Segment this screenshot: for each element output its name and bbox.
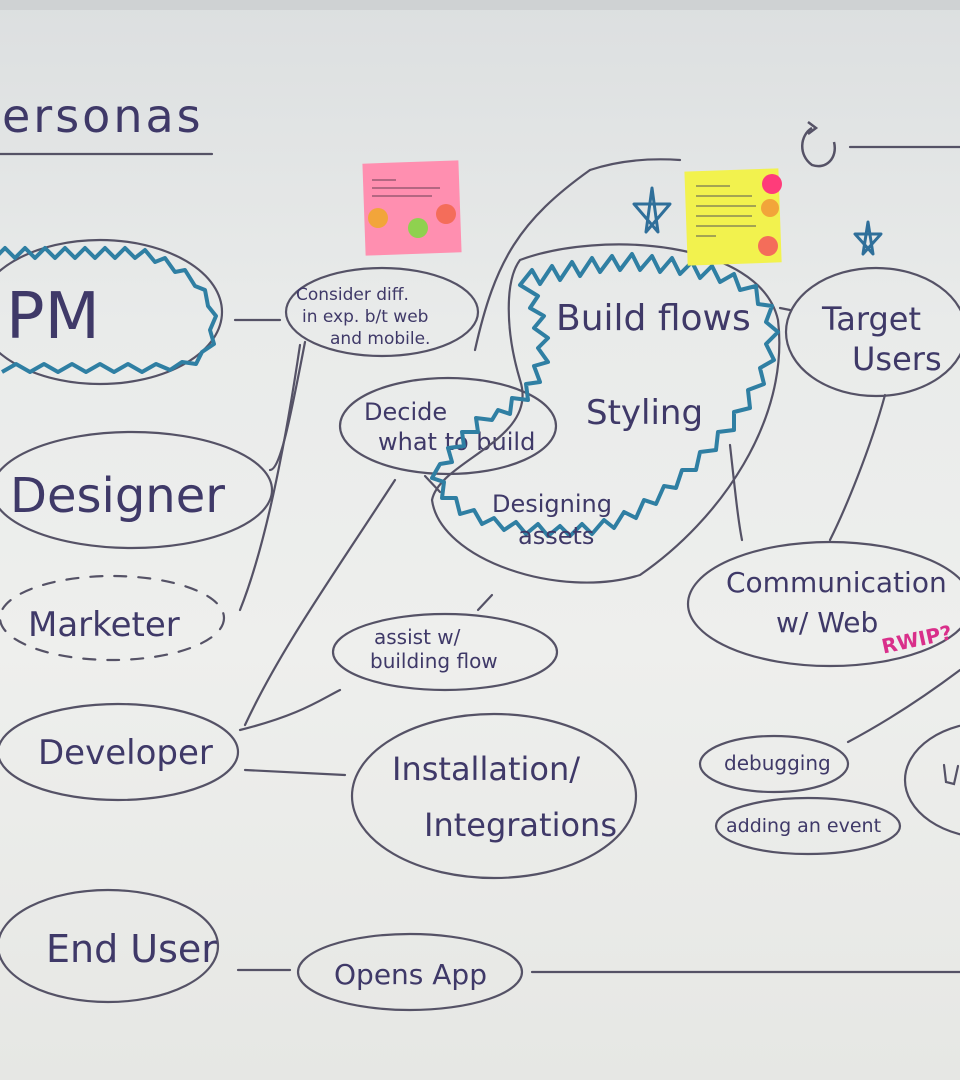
build-flows-outline [430, 243, 781, 584]
developer-bubble [0, 702, 240, 802]
assist-text: assist w/ building flow [370, 625, 498, 673]
consider-text: Consider diff. in exp. b/t web and mobil… [296, 285, 434, 349]
adding-event-bubble [714, 796, 902, 856]
persona-designer: Designer [10, 468, 225, 524]
styling-text: Styling [586, 393, 703, 433]
dot-sticker-icon [762, 174, 782, 194]
dot-sticker-icon [408, 218, 428, 238]
build-flows-text: Build flows [556, 298, 751, 339]
installation-bubble [350, 712, 638, 880]
designer-bubble [0, 430, 274, 550]
cutoff-bubble [903, 724, 960, 836]
opens-app-text: Opens App [334, 958, 487, 991]
debugging-text: debugging [724, 751, 831, 775]
persona-developer: Developer [38, 733, 213, 773]
target-users-bubble [784, 266, 960, 398]
connector-lines [233, 145, 960, 974]
consider-bubble [284, 266, 480, 358]
cycle-doodle-icon [801, 121, 837, 168]
star-doodle-icon [632, 186, 672, 234]
dot-sticker-icon [758, 236, 778, 256]
build-flows-squiggle [430, 252, 780, 538]
decide-text: Decide what to build [364, 398, 535, 456]
target-users-text: Target Users [821, 300, 942, 378]
communication-bubble [686, 540, 960, 668]
opens-app-bubble [296, 932, 524, 1012]
debugging-bubble [698, 734, 850, 794]
pink-sticky-note [362, 160, 462, 256]
pm-squiggle [0, 246, 218, 374]
communication-text: Communication w/ Web [726, 566, 956, 639]
decide-bubble [338, 376, 558, 476]
yellow-sticky-note [684, 168, 782, 266]
star-doodle-icon [853, 220, 883, 256]
dot-sticker-icon [368, 208, 388, 228]
pm-bubble [0, 238, 224, 386]
dot-sticker-icon [761, 199, 779, 217]
adding-event-text: adding an event [726, 815, 881, 837]
assist-bubble [331, 612, 559, 692]
end-user-bubble [0, 888, 220, 1004]
cutoff-letter [942, 763, 960, 786]
persona-end-user: End User [46, 927, 217, 971]
board-frame [0, 0, 960, 10]
persona-marketer: Marketer [28, 605, 180, 645]
page-title: ersonas [2, 89, 204, 143]
designing-assets-text: Designing assets [492, 490, 620, 550]
installation-text: Installation/ Integrations [392, 750, 617, 844]
marketer-bubble [0, 574, 226, 662]
persona-pm: PM [6, 280, 100, 354]
dot-sticker-icon [436, 204, 456, 224]
